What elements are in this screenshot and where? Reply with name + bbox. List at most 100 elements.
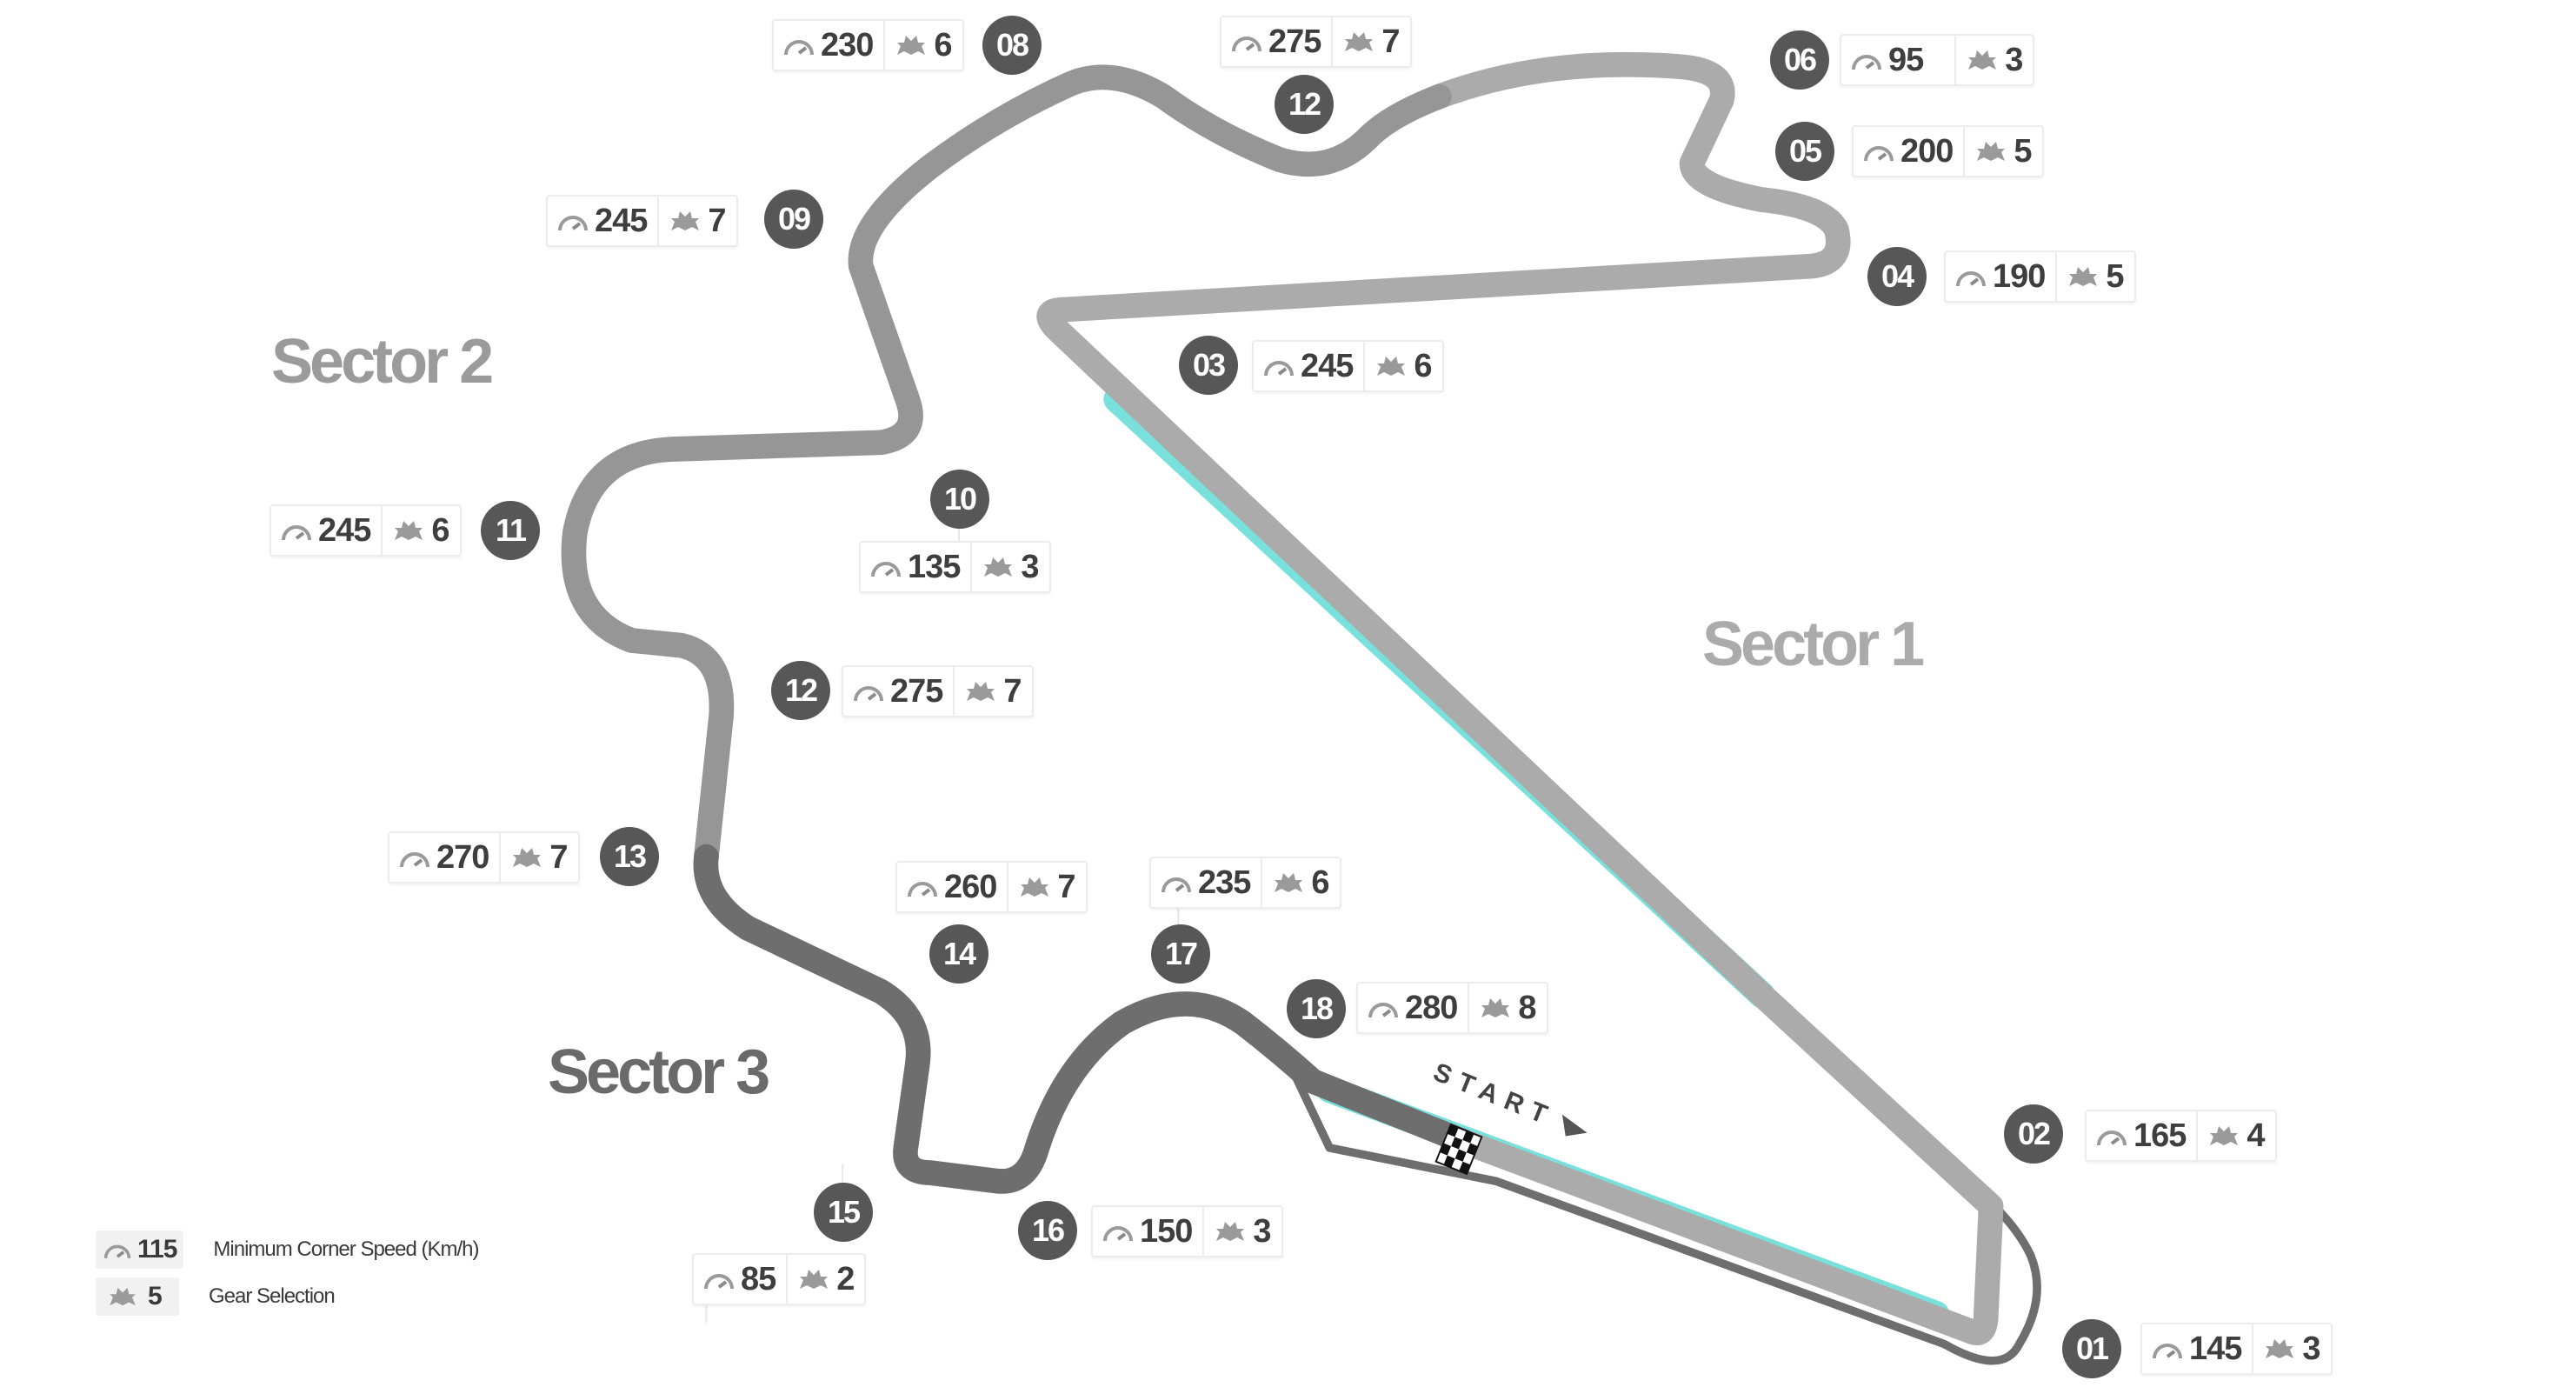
speedometer-icon (1852, 55, 1881, 70)
min-speed: 245 (1301, 347, 1354, 384)
speedometer-icon (2153, 1344, 2182, 1359)
corner-badge-11: 11 (481, 501, 540, 560)
min-speed: 275 (890, 672, 943, 710)
track-sector-1 (1036, 51, 2004, 1345)
speedometer-icon (400, 852, 429, 868)
speedometer-icon (854, 686, 883, 702)
gear-icon (1021, 877, 1049, 897)
speedometer-icon (1232, 37, 1261, 52)
gear-icon (1345, 32, 1374, 51)
gear-number: 6 (934, 26, 952, 63)
min-speed: 165 (2133, 1117, 2187, 1154)
corner-11-callout: 245 6 (270, 504, 462, 557)
corner-badge-06: 06 (1770, 30, 1829, 90)
min-speed: 135 (908, 548, 961, 585)
gear-number: 4 (2247, 1117, 2265, 1154)
min-speed: 145 (2189, 1330, 2242, 1367)
legend-speed-label: Minimum Corner Speed (Km/h) (213, 1237, 479, 1261)
gear-number: 7 (1381, 23, 1400, 60)
corner-15-callout: 85 2 (692, 1253, 867, 1305)
legend: 115 Minimum Corner Speed (Km/h) 5 Gear S… (96, 1226, 480, 1320)
corner-badge-17: 17 (1151, 924, 1210, 984)
corner-badge-15: 15 (814, 1183, 873, 1242)
min-speed: 95 (1888, 41, 1924, 78)
corner-18-callout: 280 8 (1356, 982, 1548, 1034)
corner-badge-18: 18 (1287, 979, 1346, 1038)
gear-number: 3 (1021, 548, 1039, 585)
gear-icon (1216, 1222, 1245, 1241)
gear-icon (1481, 998, 1510, 1017)
gear-icon (2069, 267, 2098, 286)
gear-number: 5 (2014, 132, 2032, 170)
gear-number: 3 (1253, 1212, 1271, 1250)
min-speed: 275 (1268, 23, 1321, 60)
gear-icon (2266, 1339, 2294, 1358)
corner-04-callout: 190 5 (1944, 250, 2136, 303)
corner-14-callout: 260 7 (895, 861, 1088, 913)
gear-number: 7 (1003, 672, 1022, 710)
corner-badge-16: 16 (1018, 1201, 1077, 1260)
gear-icon (513, 848, 542, 867)
corner-badge-01: 01 (2062, 1319, 2121, 1378)
gear-icon (395, 521, 423, 540)
speedometer-icon (1103, 1226, 1133, 1242)
checkered-flag-icon (1434, 1123, 1483, 1176)
corner-12-callout: 275 7 (842, 665, 1034, 717)
min-speed: 245 (595, 202, 648, 239)
legend-speed-row: 115 Minimum Corner Speed (Km/h) (96, 1226, 480, 1273)
gear-icon (967, 682, 995, 701)
legend-gear-row: 5 Gear Selection (96, 1273, 479, 1320)
corner-02-callout: 165 4 (2085, 1110, 2277, 1162)
corner-17-callout: 235 6 (1149, 857, 1341, 909)
gear-number: 8 (1518, 989, 1536, 1026)
corner-09-callout: 245 7 (546, 195, 738, 247)
min-speed: 85 (741, 1260, 776, 1297)
corner-badge-05: 05 (1775, 122, 1834, 181)
legend-gear-example: 5 (96, 1277, 179, 1316)
gear-icon (1977, 142, 2006, 161)
speedometer-icon (1956, 271, 1986, 287)
corner-badge-12: 12 (771, 661, 830, 720)
min-speed: 260 (944, 868, 997, 905)
speedometer-icon (1264, 361, 1294, 377)
speedometer-icon (1864, 146, 1894, 162)
corner-badge-03: 03 (1179, 336, 1238, 395)
gear-number: 6 (1414, 347, 1432, 384)
gear-icon (1968, 50, 1997, 70)
gear-number: 2 (836, 1260, 855, 1297)
gear-number: 7 (708, 202, 726, 239)
gear-number: 6 (1311, 864, 1329, 901)
speedometer-icon (1368, 1003, 1398, 1018)
speedometer-icon (558, 216, 588, 231)
legend-gear-label: Gear Selection (209, 1284, 336, 1308)
speedometer-icon (1162, 877, 1191, 893)
speedometer-icon (103, 1244, 131, 1259)
corner-badge-04: 04 (1867, 247, 1927, 306)
corner-badge-10: 10 (930, 470, 989, 529)
gear-number: 5 (2106, 257, 2124, 295)
min-speed: 235 (1198, 864, 1251, 901)
corner-07-callout: 275 7 (1220, 16, 1412, 68)
min-speed: 200 (1900, 132, 1954, 170)
gear-icon (110, 1287, 136, 1306)
track-sector-2 (561, 64, 1452, 870)
min-speed: 190 (1993, 257, 2046, 295)
gear-number: 3 (2005, 41, 2023, 78)
corner-badge-07: 12 (1275, 75, 1334, 134)
gear-number: 3 (2302, 1330, 2320, 1367)
corner-08-callout: 230 6 (772, 19, 964, 71)
gear-number: 7 (549, 838, 568, 876)
speedometer-icon (282, 525, 311, 541)
pit-lane (1292, 1076, 2041, 1365)
sector-3-label: Sector 3 (548, 1037, 770, 1107)
gear-icon (1275, 873, 1303, 892)
speedometer-icon (784, 40, 814, 56)
gear-icon (897, 36, 926, 55)
corner-03-callout: 245 6 (1252, 340, 1444, 392)
speedometer-icon (2097, 1131, 2127, 1146)
corner-badge-08: 08 (982, 16, 1042, 75)
corner-badge-02: 02 (2004, 1104, 2063, 1164)
arrow-right-icon (1561, 1114, 1588, 1137)
corner-10-callout: 135 3 (859, 541, 1051, 593)
